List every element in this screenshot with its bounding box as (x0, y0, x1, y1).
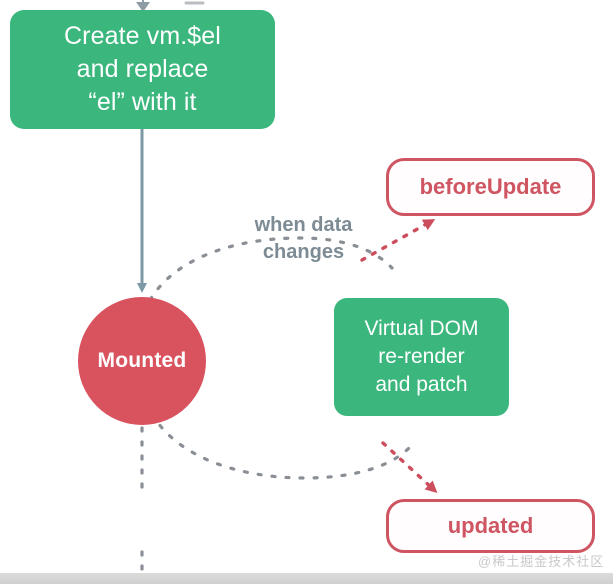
dashed-arrow-to-before-update (360, 219, 436, 262)
incoming-top-arrow-icon (136, 0, 150, 12)
node-virtual-dom-line3: and patch (375, 372, 468, 396)
node-create-vm-el: Create vm.$el and replace “el” with it (10, 10, 275, 129)
dashed-loop-upper (148, 236, 394, 302)
node-hook-before-update-label: beforeUpdate (419, 174, 562, 199)
dashed-loop-lower (150, 412, 412, 480)
bottom-edge-strip (0, 573, 613, 584)
node-create-vm-el-line1: Create vm.$el (64, 22, 221, 50)
watermark-text: @稀土掘金技术社区 (478, 554, 605, 569)
node-create-vm-el-line2: and replace (76, 55, 209, 83)
node-hook-updated-label: updated (447, 513, 534, 538)
node-virtual-dom-rerender: Virtual DOM re-render and patch (334, 298, 509, 416)
dashed-arrow-to-updated (381, 441, 438, 494)
label-when-data-changes: when data changes (226, 212, 381, 266)
node-hook-before-update: beforeUpdate (386, 158, 595, 216)
node-mounted-label: Mounted (97, 349, 187, 372)
label-when-data-changes-line1: when data (254, 214, 353, 236)
node-mounted: Mounted (78, 297, 206, 425)
node-virtual-dom-line2: re-render (378, 345, 465, 369)
node-create-vm-el-line3: “el” with it (88, 88, 197, 116)
label-when-data-changes-line2: changes (262, 241, 345, 263)
node-hook-updated: updated (386, 499, 595, 553)
node-virtual-dom-line1: Virtual DOM (364, 317, 479, 341)
